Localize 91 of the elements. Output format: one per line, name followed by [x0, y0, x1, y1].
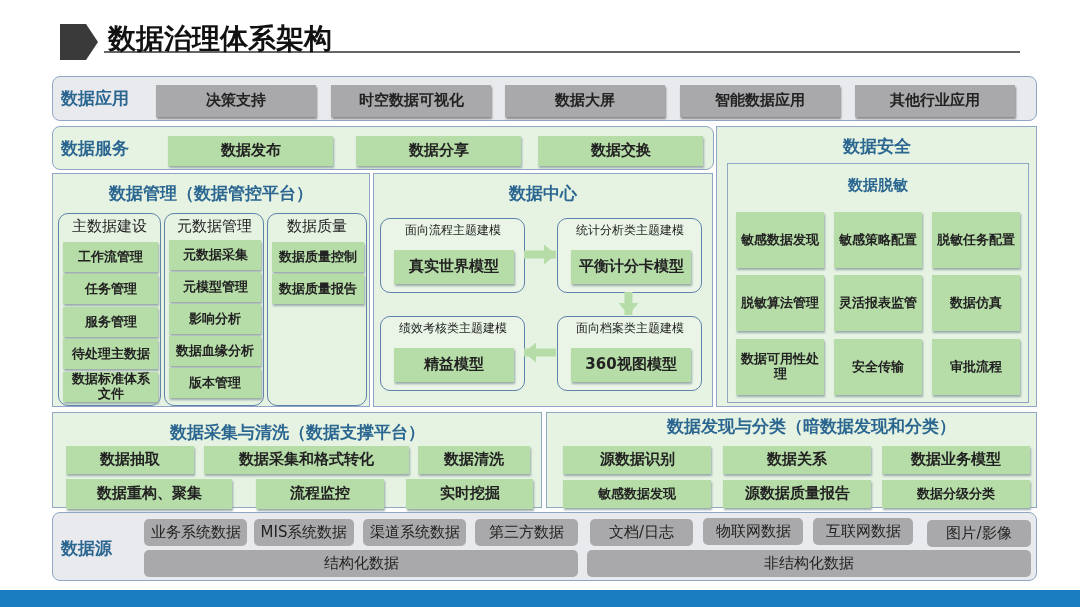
model-group-box — [557, 316, 702, 391]
source-tile: 非结构化数据 — [587, 550, 1031, 577]
function-tile: 影响分析 — [169, 304, 261, 334]
source-tile: MIS系统数据 — [254, 519, 354, 546]
function-tile: 数据清洗 — [418, 446, 530, 474]
function-tile: 数据业务模型 — [882, 446, 1030, 474]
source-tile: 业务系统数据 — [144, 519, 247, 546]
function-tile: 元模型管理 — [169, 272, 261, 302]
function-tile: 数据采集和格式转化 — [204, 446, 409, 474]
function-tile: 版本管理 — [169, 368, 261, 398]
source-tile: 文档/日志 — [590, 519, 693, 546]
arrow — [618, 292, 639, 315]
function-tile: 服务管理 — [63, 307, 158, 337]
source-tile: 图片/影像 — [927, 520, 1031, 547]
panel-heading: 面向流程主题建模 — [403, 222, 502, 239]
layer-panel — [52, 173, 370, 407]
function-tile: 决策支持 — [156, 85, 316, 117]
model-group-box — [380, 316, 525, 391]
function-tile: 数据重构、聚集 — [66, 479, 232, 509]
source-tile: 渠道系统数据 — [363, 519, 466, 546]
arrow — [524, 342, 556, 363]
function-tile: 时空数据可视化 — [331, 85, 491, 117]
function-tile: 数据质量报告 — [272, 274, 364, 304]
panel-heading: 统计分析类主题建模 — [574, 222, 685, 239]
function-tile: 数据仿真 — [932, 275, 1020, 331]
source-tile: 第三方数据 — [475, 519, 578, 546]
function-tile: 数据交换 — [538, 136, 703, 166]
function-tile: 数据大屏 — [505, 85, 665, 117]
layer-panel — [727, 163, 1029, 403]
title: 数据治理体系架构 — [108, 21, 332, 57]
model-group-box — [557, 218, 702, 293]
function-tile: 平衡计分卡模型 — [571, 250, 691, 284]
source-tile: 结构化数据 — [144, 550, 578, 577]
function-tile: 精益模型 — [394, 348, 514, 382]
layer-panel — [373, 173, 713, 407]
panel-heading: 数据应用 — [61, 87, 129, 110]
function-tile: 数据发布 — [168, 136, 333, 166]
function-tile: 待处理主数据 — [63, 339, 158, 369]
layer-panel — [52, 76, 1037, 121]
function-tile: 其他行业应用 — [855, 85, 1015, 117]
function-tile: 源数据识别 — [563, 446, 711, 474]
function-tile: 数据质量控制 — [272, 242, 364, 272]
module-panel — [58, 213, 161, 406]
panel-heading: 面向档案类主题建模 — [574, 320, 685, 337]
function-tile: 元数据采集 — [169, 240, 261, 270]
function-tile: 脱敏任务配置 — [932, 212, 1020, 268]
function-tile: 源数据质量报告 — [723, 480, 871, 508]
layer-panel — [52, 412, 542, 508]
function-tile: 数据标准体系文件 — [63, 372, 158, 402]
panel-heading: 数据管理（数据管控平台） — [108, 182, 314, 205]
panel-heading: 元数据管理 — [175, 217, 253, 236]
module-panel — [267, 213, 367, 406]
panel-heading: 数据服务 — [61, 137, 129, 160]
function-tile: 数据分享 — [356, 136, 521, 166]
function-tile: 敏感策略配置 — [834, 212, 922, 268]
function-tile: 数据可用性处理 — [736, 339, 824, 395]
layer-panel — [52, 512, 1037, 581]
function-tile: 实时挖掘 — [406, 479, 533, 509]
function-tile: 真实世界模型 — [394, 250, 514, 284]
layer-panel — [716, 126, 1037, 407]
panel-heading: 数据质量 — [286, 217, 348, 236]
function-tile: 智能数据应用 — [680, 85, 840, 117]
panel-heading: 数据源 — [61, 537, 112, 560]
function-tile: 灵活报表监管 — [834, 275, 922, 331]
function-tile: 数据关系 — [723, 446, 871, 474]
layer-panel — [546, 412, 1037, 508]
panel-heading: 数据中心 — [508, 182, 578, 205]
model-group-box — [380, 218, 525, 293]
layer-panel — [52, 126, 714, 170]
function-tile: 脱敏算法管理 — [736, 275, 824, 331]
function-tile: 工作流管理 — [63, 242, 158, 272]
function-tile: 数据抽取 — [66, 446, 194, 474]
panel-heading: 数据安全 — [841, 135, 912, 158]
function-tile: 任务管理 — [63, 274, 158, 304]
function-tile: 审批流程 — [932, 339, 1020, 395]
function-tile: 敏感数据发现 — [736, 212, 824, 268]
panel-heading: 数据发现与分类（暗数据发现和分类） — [667, 415, 956, 438]
source-tile: 互联网数据 — [813, 518, 913, 545]
function-tile: 敏感数据发现 — [563, 480, 711, 508]
function-tile: 数据血缘分析 — [169, 336, 261, 366]
source-tile: 物联网数据 — [703, 518, 803, 545]
panel-heading: 数据采集与清洗（数据支撑平台） — [168, 421, 426, 444]
function-tile: 360视图模型 — [571, 348, 691, 382]
function-tile: 流程监控 — [256, 479, 384, 509]
panel-heading: 主数据建设 — [71, 217, 148, 236]
function-tile: 安全传输 — [834, 339, 922, 395]
panel-heading: 数据脱敏 — [847, 176, 909, 195]
panel-heading: 绩效考核类主题建模 — [397, 320, 508, 337]
function-tile: 数据分级分类 — [882, 480, 1030, 508]
module-panel — [164, 213, 264, 406]
arrow — [524, 244, 556, 265]
